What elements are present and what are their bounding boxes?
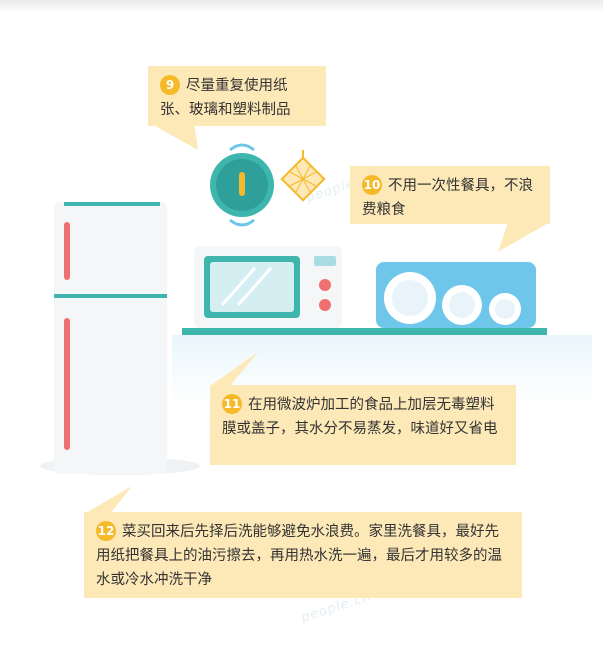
- microwave-oven: [194, 246, 342, 328]
- tip-10-text: 不用一次性餐具，不浪费粮食: [362, 178, 533, 218]
- tip-10-number-badge: 10: [362, 175, 382, 195]
- dish-rack: [376, 262, 536, 328]
- callout-12-tail: [84, 486, 132, 514]
- top-shadow-bar: [0, 0, 603, 12]
- kitchen-shelf: [182, 328, 547, 336]
- tip-12-text: 菜买回来后先择后洗能够避免水浪费。家里洗餐具，最好先用纸把餐具上的油污擦去，再用…: [96, 524, 502, 588]
- callout-11-tail: [210, 352, 258, 386]
- pot-holder: [280, 150, 326, 202]
- cooking-pot: [210, 143, 274, 227]
- callout-10-tail: [498, 222, 550, 252]
- tip-11-text: 在用微波炉加工的食品上加层无毒塑料膜或盖子，其水分不易蒸发，味道好又省电: [222, 397, 498, 437]
- refrigerator: [54, 202, 167, 474]
- callout-9-tail: [148, 122, 198, 150]
- tip-9-number-badge: 9: [160, 75, 180, 95]
- tip-12-number-badge: 12: [96, 521, 116, 541]
- tip-9-text: 尽量重复使用纸张、玻璃和塑料制品: [160, 78, 291, 118]
- tip-11-number-badge: 11: [222, 394, 242, 414]
